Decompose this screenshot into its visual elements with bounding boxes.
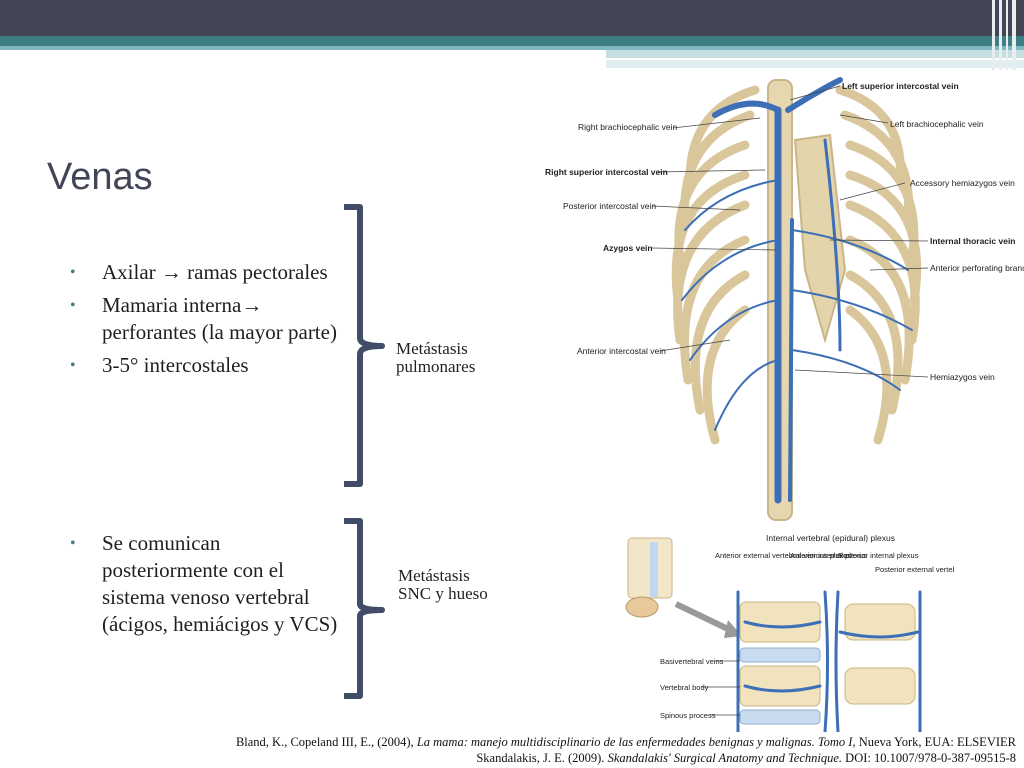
- vertebrae: [739, 601, 916, 725]
- citation-text: Nueva York, EUA: ELSEVIER: [855, 735, 1016, 749]
- figure-label: Basivertebral veins: [660, 657, 724, 666]
- bullet-intercostales: 3-5° intercostales: [70, 352, 350, 379]
- bullet-list-vertebral: Se comunican posteriormente con el siste…: [70, 530, 350, 644]
- figure-label: Accessory hemiazygos vein: [910, 178, 1015, 188]
- citation-text: DOI: 10.1007/978-0-387-09515-8: [842, 751, 1016, 765]
- figure-label: Anterior intercostal vein: [577, 346, 666, 356]
- bullet-list-veins: Axilar → ramas pectorales Mamaria intern…: [70, 259, 350, 385]
- bullet-axilar: Axilar → ramas pectorales: [70, 259, 350, 286]
- right-brace-icon: [344, 518, 385, 699]
- slide-title: Venas: [47, 156, 153, 198]
- thoracic-veins-illustration: Right brachiocephalic vein Right superio…: [545, 77, 1024, 521]
- bullet-mamaria-interna: Mamaria interna→ perforantes (la mayor p…: [70, 292, 350, 346]
- meta-line: SNC y hueso: [398, 584, 488, 603]
- figure-label: Internal thoracic vein: [930, 236, 1016, 246]
- citation-title: La mama: manejo multidisciplinario de la…: [416, 735, 856, 749]
- meta-line: Metástasis: [396, 339, 468, 358]
- small-spine-inset: [625, 537, 673, 618]
- figure-label: Posterior intercostal vein: [563, 201, 656, 211]
- figure-label: Posterior internal plexus: [838, 551, 919, 560]
- right-brace-icon: [344, 204, 385, 487]
- citation-title: Skandalakis' Surgical Anatomy and Techni…: [607, 751, 843, 765]
- figure-label: Anterior internal plexus: [790, 551, 867, 560]
- metastasis-cns-label: Metástasis SNC y hueso: [398, 567, 488, 603]
- left-labels: Basivertebral veins Vertebral body Spino…: [660, 657, 724, 720]
- header-accent-line: [0, 46, 1024, 50]
- figure-label: Left brachiocephalic vein: [890, 119, 984, 129]
- bullet-text: Mamaria interna: [102, 293, 242, 317]
- meta-line: Metástasis: [398, 566, 470, 585]
- sternum: [793, 133, 847, 344]
- figure-label: Posterior external vertebral venous plex…: [875, 565, 954, 574]
- citation-text: Bland, K., Copeland III, E., (2004),: [235, 735, 417, 749]
- header-stripes: [990, 0, 1024, 70]
- citation-text: Skandalakis, J. E. (2009).: [476, 751, 608, 765]
- header-bar: [0, 0, 1024, 36]
- pointer-arrow: [674, 601, 732, 633]
- bullet-text: 3-5° intercostales: [102, 353, 249, 377]
- figure-label: Left superior intercostal vein: [842, 81, 959, 91]
- bullet-text: Axilar: [102, 260, 156, 284]
- figure-label: Hemiazygos vein: [930, 372, 995, 382]
- citation-line-1: Bland, K., Copeland III, E., (2004), La …: [236, 735, 1016, 750]
- bullet-text: ramas pectorales: [187, 260, 328, 284]
- leader-lines: [651, 85, 929, 378]
- bullet-comunican: Se comunican posteriormente con el siste…: [70, 530, 350, 638]
- metastasis-lung-label: Metástasis pulmonares: [396, 340, 475, 376]
- figure-label: Azygos vein: [603, 243, 653, 253]
- plexus-veins: [736, 590, 922, 732]
- right-arrow-icon: →: [241, 293, 263, 317]
- header-light-bar: [606, 50, 1024, 58]
- figure-label: Right brachiocephalic vein: [578, 122, 677, 132]
- figure-label: Anterior perforating branches: [930, 263, 1024, 273]
- citation-line-2: Skandalakis, J. E. (2009). Skandalakis' …: [476, 751, 1016, 766]
- bullet-text: Se comunican posteriormente con el siste…: [102, 531, 338, 636]
- bullet-text: perforantes (la mayor parte): [102, 320, 337, 344]
- header-light-bar-2: [606, 60, 1024, 68]
- column-labels: Anterior external vertebral venous plexu…: [715, 551, 954, 574]
- header-accent-bar: [0, 36, 1024, 46]
- figure-label: Right superior intercostal vein: [545, 167, 668, 177]
- figure-label: Anterior external vertebral venous plexu…: [715, 551, 852, 560]
- vertebral-plexus-illustration: Internal vertebral (epidural) plexus Ant…: [620, 532, 954, 732]
- figure-label: Vertebral body: [660, 683, 709, 692]
- right-arrow-icon: →: [160, 260, 182, 284]
- figure-label: Spinous process: [660, 711, 716, 720]
- meta-line: pulmonares: [396, 357, 476, 376]
- figure-label: Internal vertebral (epidural) plexus: [766, 533, 895, 543]
